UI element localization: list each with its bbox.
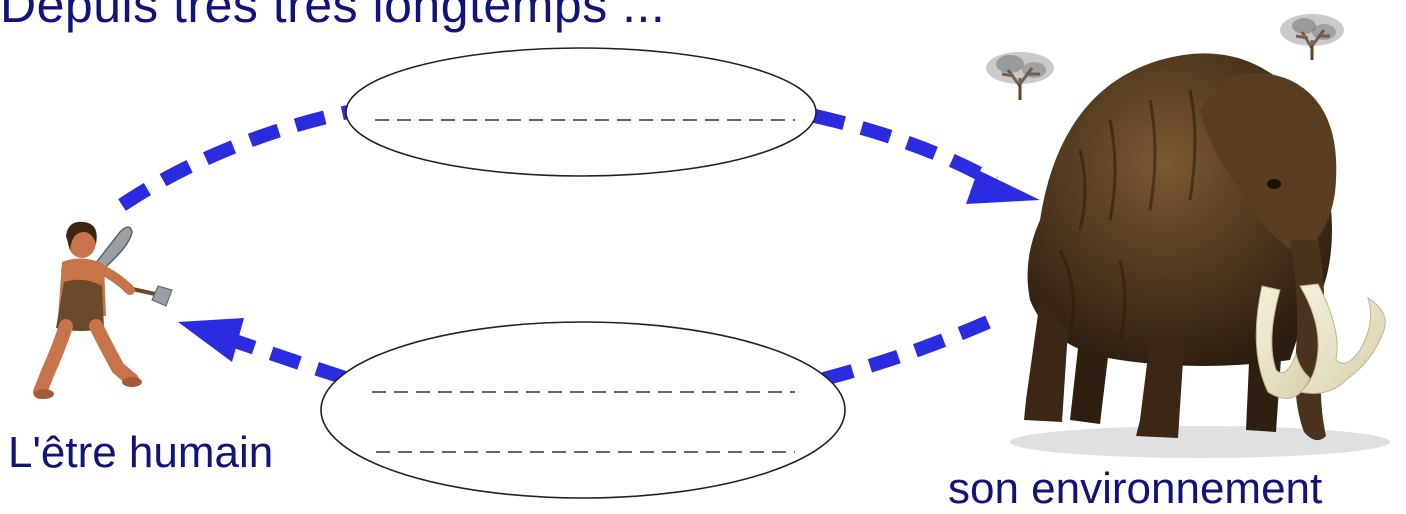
arrowhead-left-icon xyxy=(178,318,244,362)
blank-bubble-top xyxy=(345,47,817,177)
arrow-environment-to-human xyxy=(178,315,991,387)
blank-bubble-bottom xyxy=(320,321,846,499)
environment-label: son environnement xyxy=(948,464,1323,513)
woolly-mammoth-icon xyxy=(1010,53,1390,458)
human-label: L'être humain xyxy=(8,428,274,477)
page-title: Depuis très très longtemps ... xyxy=(0,0,666,33)
arrow-human-to-environment xyxy=(118,105,1040,211)
arrowhead-right-icon xyxy=(966,170,1040,204)
bare-tree-icon xyxy=(1280,14,1344,60)
bare-tree-icon xyxy=(986,52,1054,100)
caveman-with-club-icon xyxy=(33,221,173,399)
